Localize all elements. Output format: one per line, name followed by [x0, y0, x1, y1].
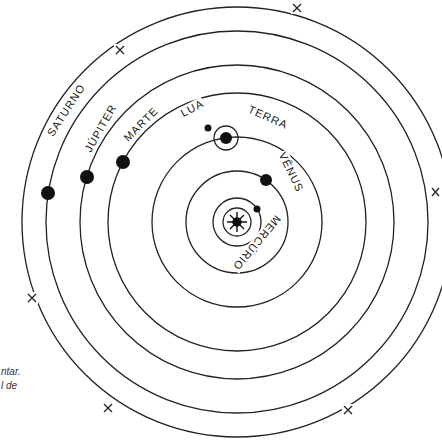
mars-dot — [116, 155, 130, 169]
sun-ring — [223, 208, 251, 236]
earth-orbit — [152, 137, 322, 307]
star-sphere — [22, 7, 442, 437]
jupiter-dot — [80, 170, 94, 184]
mercury-dot — [254, 206, 261, 213]
moon-dot — [205, 125, 212, 132]
caption-fragment: ntar. — [1, 366, 21, 378]
mars-orbit — [108, 93, 366, 351]
moon-label: LUA — [178, 97, 207, 120]
planet-label: JÚPITER — [81, 101, 119, 154]
planet-label: SATURNO — [44, 81, 88, 140]
star-marks — [26, 2, 441, 416]
saturn-dot — [41, 186, 55, 200]
saturn-orbit — [46, 31, 428, 413]
venus-dot — [260, 174, 272, 186]
jupiter-orbit — [80, 65, 394, 379]
earth-dot — [220, 132, 232, 144]
venus-orbit — [186, 171, 288, 273]
moon-orbit — [214, 126, 238, 150]
planet-label: TERRA — [245, 103, 290, 132]
caption-fragment: l de — [1, 380, 17, 392]
sun-symbol — [227, 212, 247, 232]
